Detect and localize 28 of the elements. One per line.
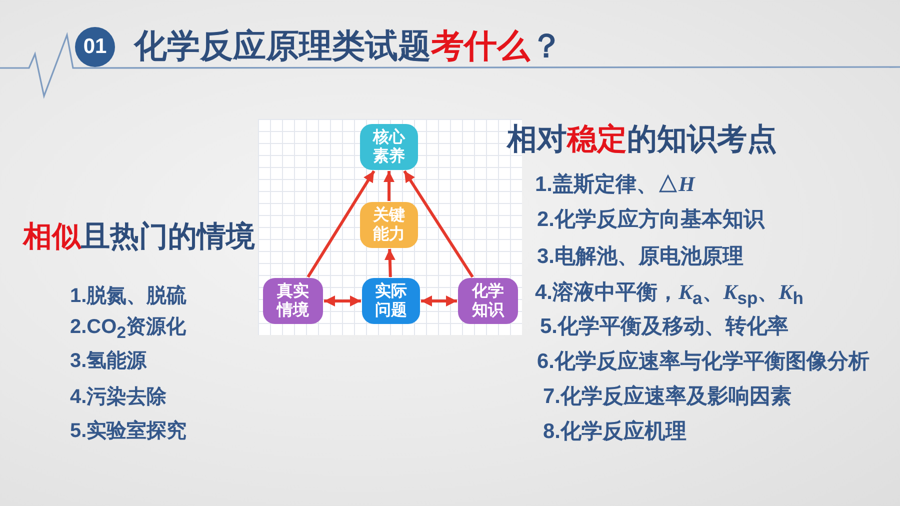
concept-node: 核心素养 <box>360 124 418 170</box>
section-heading: 相对稳定的知识考点 <box>507 122 777 158</box>
arrow <box>384 248 396 278</box>
double-arrow <box>324 296 361 306</box>
list-item: 8.化学反应机理 <box>543 419 687 445</box>
concept-node: 真实情境 <box>263 278 323 324</box>
arrow <box>403 170 474 278</box>
concept-node: 实际问题 <box>362 278 420 324</box>
list-item: 4.污染去除 <box>70 384 167 410</box>
list-item: 3.氢能源 <box>70 348 147 374</box>
list-item: 7.化学反应速率及影响因素 <box>543 384 792 410</box>
list-item: 3.电解池、原电池原理 <box>537 244 744 270</box>
list-item: 2.CO$_{2}$资源化 <box>70 314 186 344</box>
number-badge: 01 <box>75 27 115 67</box>
double-arrow <box>421 296 457 306</box>
list-item: 5.实验室探究 <box>70 418 187 444</box>
arrow <box>384 171 394 201</box>
section-heading: 相似且热门的情境 <box>23 220 255 255</box>
concept-node: 化学知识 <box>458 278 518 324</box>
list-item: 1.脱氮、脱硫 <box>70 284 187 308</box>
list-item: 2.化学反应方向基本知识 <box>537 207 765 233</box>
list-item: 1.盖斯定律、△H <box>535 171 695 198</box>
arrow <box>306 170 376 278</box>
list-item: 6.化学反应速率与化学平衡图像分析 <box>537 349 870 375</box>
concept-node: 关键能力 <box>360 202 418 248</box>
slide-title: 化学反应原理类试题考什么？ <box>134 27 563 65</box>
list-item: 5.化学平衡及移动、转化率 <box>540 314 789 340</box>
list-item: 4.溶液中平衡，K$_{a}$、K$_{sp}$、K$_{h}$ <box>535 279 804 310</box>
